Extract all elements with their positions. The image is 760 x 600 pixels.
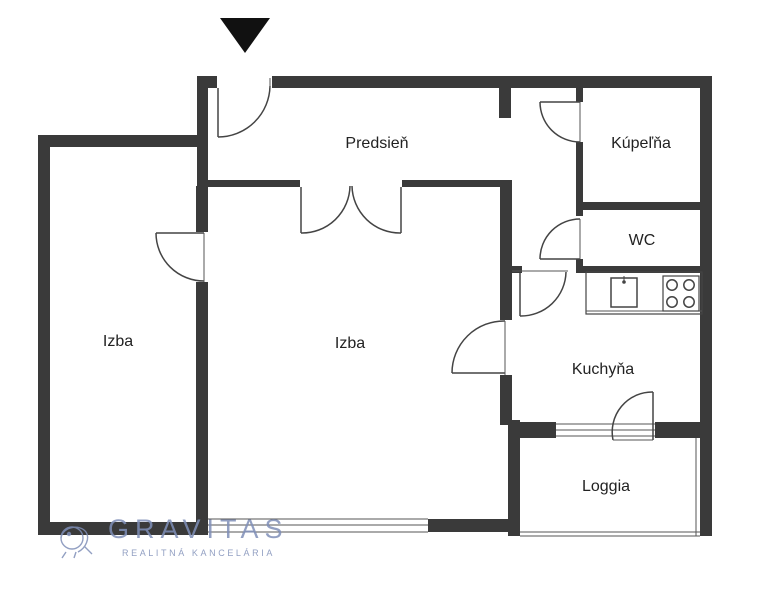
label-bathroom: Kúpeľňa	[611, 135, 671, 152]
left-room-door	[155, 232, 205, 282]
exterior-walls	[38, 76, 712, 536]
entry-door	[217, 78, 271, 138]
stove-icon	[662, 275, 700, 312]
label-wc: WC	[629, 232, 656, 249]
gravitas-logo: GRAVITAS REALITNÁ KANCELÁRIA	[60, 514, 289, 559]
center-kitchen-door	[451, 320, 506, 375]
sink-icon	[610, 276, 638, 308]
kitchen-door	[512, 270, 568, 317]
doors	[155, 78, 654, 441]
logo-tagline: REALITNÁ KANCELÁRIA	[122, 548, 275, 558]
label-hall: Predsieň	[345, 135, 408, 152]
windows	[208, 423, 700, 537]
entrance-arrow-icon	[220, 18, 270, 53]
center-room-double-door	[300, 185, 402, 234]
logo-name: GRAVITAS	[108, 514, 289, 544]
kitchen-counter	[585, 271, 703, 315]
label-room-left: Izba	[103, 333, 133, 350]
wc-door	[539, 218, 581, 260]
lion-logo-icon	[60, 526, 93, 559]
label-loggia: Loggia	[582, 478, 630, 495]
label-room-center: Izba	[335, 335, 365, 352]
bathroom-door	[539, 101, 581, 143]
room-labels: Predsieň Kúpeľňa WC Izba Izba Kuchyňa Lo…	[103, 135, 671, 495]
loggia-door	[611, 391, 654, 441]
label-kitchen: Kuchyňa	[572, 361, 634, 378]
interior-walls	[196, 86, 707, 534]
